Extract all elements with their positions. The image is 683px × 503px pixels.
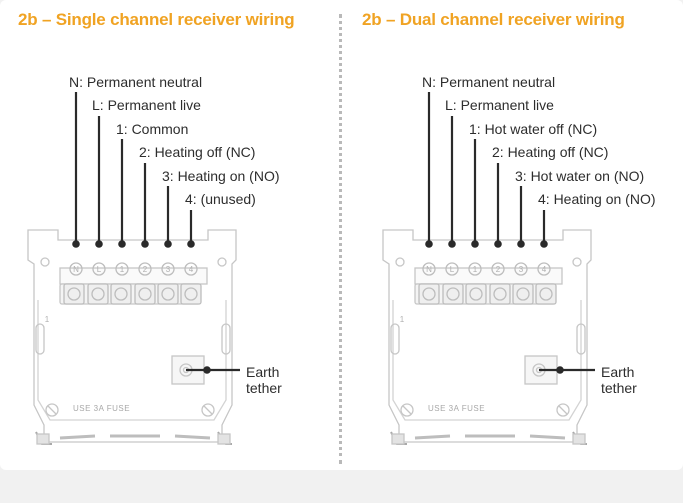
panel-divider: [339, 14, 342, 464]
terminal-label-l: L: Permanent live: [445, 97, 554, 113]
receiver-backplate: [382, 229, 592, 445]
earth-label-line1: Earth: [601, 364, 635, 380]
earth-tether-label: Earth tether: [601, 364, 637, 396]
terminal-marker: 2: [496, 265, 501, 274]
earth-label-line1: Earth: [246, 364, 280, 380]
terminal-marker: N: [426, 265, 432, 274]
terminal-marker: 4: [189, 265, 194, 274]
receiver-backplate: [27, 229, 237, 445]
fuse-marking: USE 3A FUSE: [428, 404, 486, 413]
terminal-marker: L: [97, 265, 102, 274]
terminal-marker: 2: [143, 265, 148, 274]
terminal-label-n: N: Permanent neutral: [69, 74, 203, 90]
terminal-label-n: N: Permanent neutral: [422, 74, 556, 90]
terminal-label-3: 3: Hot water on (NO): [515, 168, 645, 184]
dual-channel-diagram: N L 1 2 3 4 1: [382, 92, 595, 445]
terminal-label-1: 1: Common: [116, 121, 189, 137]
earth-label-line2: tether: [246, 380, 282, 396]
wire-terminal-dots: [72, 240, 211, 374]
wires: [74, 92, 240, 372]
side-mark: 1: [45, 315, 50, 324]
terminal-label-2: 2: Heating off (NC): [492, 144, 609, 160]
terminal-label-4: 4: (unused): [185, 191, 256, 207]
terminal-label-2: 2: Heating off (NC): [139, 144, 256, 160]
earth-label-line2: tether: [601, 380, 637, 396]
bottom-background: [0, 470, 683, 503]
terminal-marker: 1: [120, 265, 125, 274]
terminal-marker: 1: [473, 265, 478, 274]
terminal-label-3: 3: Heating on (NO): [162, 168, 280, 184]
terminal-label-4: 4: Heating on (NO): [538, 191, 656, 207]
side-mark: 1: [400, 315, 405, 324]
terminal-marker: 3: [166, 265, 171, 274]
single-channel-panel: 2b – Single channel receiver wiring: [0, 0, 336, 470]
dual-channel-panel: 2b – Dual channel receiver wiring: [345, 0, 683, 470]
terminal-label-1: 1: Hot water off (NC): [469, 121, 598, 137]
fuse-marking: USE 3A FUSE: [73, 404, 131, 413]
terminal-marker: L: [450, 265, 455, 274]
panel-title: 2b – Dual channel receiver wiring: [362, 10, 625, 29]
terminal-marker: 4: [542, 265, 547, 274]
panel-title: 2b – Single channel receiver wiring: [18, 10, 295, 29]
single-channel-diagram: N L 1 2 3 4 1: [27, 92, 240, 445]
wire-terminal-dots: [425, 240, 564, 374]
terminal-marker: N: [73, 265, 79, 274]
wires: [427, 92, 595, 372]
terminal-marker: 3: [519, 265, 524, 274]
terminal-label-l: L: Permanent live: [92, 97, 201, 113]
earth-tether-label: Earth tether: [246, 364, 282, 396]
